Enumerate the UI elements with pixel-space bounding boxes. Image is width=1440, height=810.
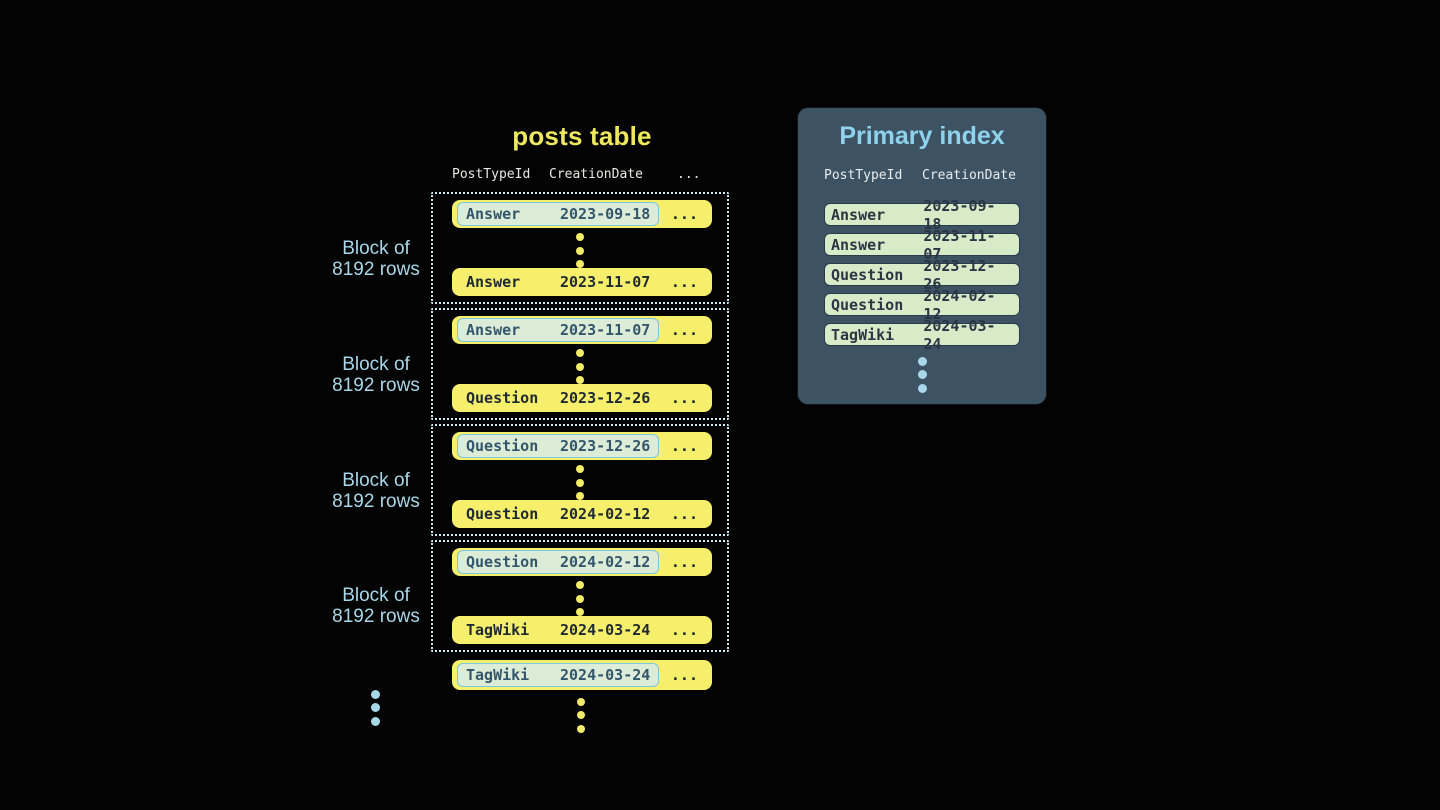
block-of-rows-1: Answer 2023-09-18 ... Answer 2023-11-07 …	[431, 192, 729, 304]
row-posttypeid: Question	[466, 436, 539, 455]
block-label-line2: 8192 rows	[332, 491, 420, 512]
table-row: Question 2023-12-26 ...	[452, 432, 712, 460]
index-posttypeid: Question	[831, 295, 904, 314]
ellipsis-dots-vertical	[918, 352, 927, 393]
row-posttypeid: Answer	[466, 204, 521, 223]
primary-index-column-headers: PostTypeId CreationDate	[824, 168, 1016, 183]
row-creationdate: 2024-02-12	[560, 505, 651, 524]
index-entry: TagWiki 2024-03-24	[824, 317, 1020, 353]
block-label-2: Block of 8192 rows	[321, 354, 431, 396]
index-entry: Answer 2023-11-07	[824, 227, 1020, 263]
row-creationdate: 2023-11-07	[560, 320, 651, 339]
table-row: Answer 2023-11-07 ...	[452, 268, 712, 296]
row-posttypeid: TagWiki	[466, 621, 530, 640]
index-creationdate: 2023-12-26	[923, 256, 996, 293]
row-ellipsis: ...	[670, 666, 698, 684]
table-row-overflow: TagWiki 2024-03-24 ...	[452, 660, 712, 690]
block-label-line1: Block of	[342, 585, 410, 606]
row-key: Question 2023-12-26	[457, 386, 659, 410]
row-key-highlight: Answer 2023-09-18	[457, 201, 660, 226]
index-creationdate: 2024-03-24	[923, 316, 996, 353]
block-label-line2: 8192 rows	[332, 606, 420, 627]
row-key-highlight: TagWiki 2024-03-24	[457, 663, 660, 687]
primary-index-rows: Answer 2023-09-18 Answer 2023-11-07 Ques…	[824, 197, 1020, 353]
ellipsis-dots-vertical	[576, 228, 584, 269]
row-ellipsis: ...	[670, 273, 698, 292]
row-creationdate: 2023-12-26	[560, 436, 651, 455]
block-of-rows-3: Question 2023-12-26 ... Question 2024-02…	[431, 424, 729, 536]
index-entry: Question 2023-12-26	[824, 257, 1020, 293]
row-posttypeid: Question	[466, 389, 539, 408]
row-ellipsis: ...	[670, 436, 698, 455]
table-row: Question 2023-12-26 ...	[452, 384, 712, 412]
column-header-ellipsis: ...	[677, 167, 701, 182]
block-label-3: Block of 8192 rows	[321, 470, 431, 512]
index-posttypeid: Answer	[831, 205, 886, 224]
block-label-1: Block of 8192 rows	[321, 238, 431, 280]
row-key: Answer 2023-11-07	[457, 270, 659, 294]
ellipsis-dots-vertical	[576, 576, 584, 617]
posts-table-blocks: Answer 2023-09-18 ... Answer 2023-11-07 …	[431, 192, 729, 656]
row-posttypeid: Answer	[466, 273, 521, 292]
row-ellipsis: ...	[670, 621, 698, 640]
column-header-posttypeid: PostTypeId	[452, 167, 531, 182]
row-ellipsis: ...	[670, 389, 698, 408]
row-creationdate: 2024-02-12	[560, 552, 651, 571]
block-of-rows-4: Question 2024-02-12 ... TagWiki 2024-03-…	[431, 540, 729, 652]
row-posttypeid: TagWiki	[466, 666, 530, 684]
block-label-line1: Block of	[342, 470, 410, 491]
row-creationdate: 2024-03-24	[560, 666, 651, 684]
index-creationdate: 2023-11-07	[923, 226, 996, 263]
table-row: Question 2024-02-12 ...	[452, 548, 712, 576]
row-key-highlight: Question 2024-02-12	[457, 549, 660, 574]
block-label-line2: 8192 rows	[332, 259, 420, 280]
index-entry: Answer 2023-09-18	[824, 197, 1020, 233]
ellipsis-dots-vertical	[576, 460, 584, 501]
row-key: Question 2024-02-12	[457, 502, 659, 526]
primary-index-panel: Primary index PostTypeId CreationDate An…	[798, 108, 1046, 404]
row-posttypeid: Question	[466, 505, 539, 524]
row-ellipsis: ...	[670, 505, 698, 524]
index-posttypeid: TagWiki	[831, 325, 895, 344]
row-ellipsis: ...	[670, 320, 698, 339]
index-creationdate: 2023-09-18	[923, 196, 996, 233]
ellipsis-dots-vertical	[371, 685, 380, 726]
block-label-line1: Block of	[342, 238, 410, 259]
row-key: TagWiki 2024-03-24	[457, 618, 659, 642]
row-creationdate: 2023-12-26	[560, 389, 651, 408]
block-label-line2: 8192 rows	[332, 375, 420, 396]
row-creationdate: 2024-03-24	[560, 621, 651, 640]
ellipsis-dots-vertical	[577, 692, 585, 733]
column-header-creationdate: CreationDate	[922, 168, 1016, 183]
row-ellipsis: ...	[670, 204, 698, 223]
row-key-highlight: Question 2023-12-26	[457, 433, 660, 458]
table-row: Answer 2023-09-18 ...	[452, 200, 712, 228]
row-creationdate: 2023-11-07	[560, 273, 651, 292]
ellipsis-dots-vertical	[576, 344, 584, 385]
block-label-4: Block of 8192 rows	[321, 585, 431, 627]
primary-index-title: Primary index	[839, 122, 1005, 150]
index-entry: Question 2024-02-12	[824, 287, 1020, 323]
row-key-highlight: Answer 2023-11-07	[457, 317, 660, 342]
block-label-line1: Block of	[342, 354, 410, 375]
block-of-rows-2: Answer 2023-11-07 ... Question 2023-12-2…	[431, 308, 729, 420]
table-row: Question 2024-02-12 ...	[452, 500, 712, 528]
posts-table-title: posts table	[512, 121, 652, 151]
posts-table-column-headers: PostTypeId CreationDate ...	[452, 167, 732, 182]
column-header-posttypeid: PostTypeId	[824, 168, 903, 183]
index-posttypeid: Answer	[831, 235, 886, 254]
index-creationdate: 2024-02-12	[923, 286, 996, 323]
row-posttypeid: Question	[466, 552, 539, 571]
row-posttypeid: Answer	[466, 320, 521, 339]
row-ellipsis: ...	[670, 552, 698, 571]
table-row: TagWiki 2024-03-24 ...	[452, 616, 712, 644]
table-row: Answer 2023-11-07 ...	[452, 316, 712, 344]
column-header-creationdate: CreationDate	[549, 167, 643, 182]
index-posttypeid: Question	[831, 265, 904, 284]
row-creationdate: 2023-09-18	[560, 204, 651, 223]
